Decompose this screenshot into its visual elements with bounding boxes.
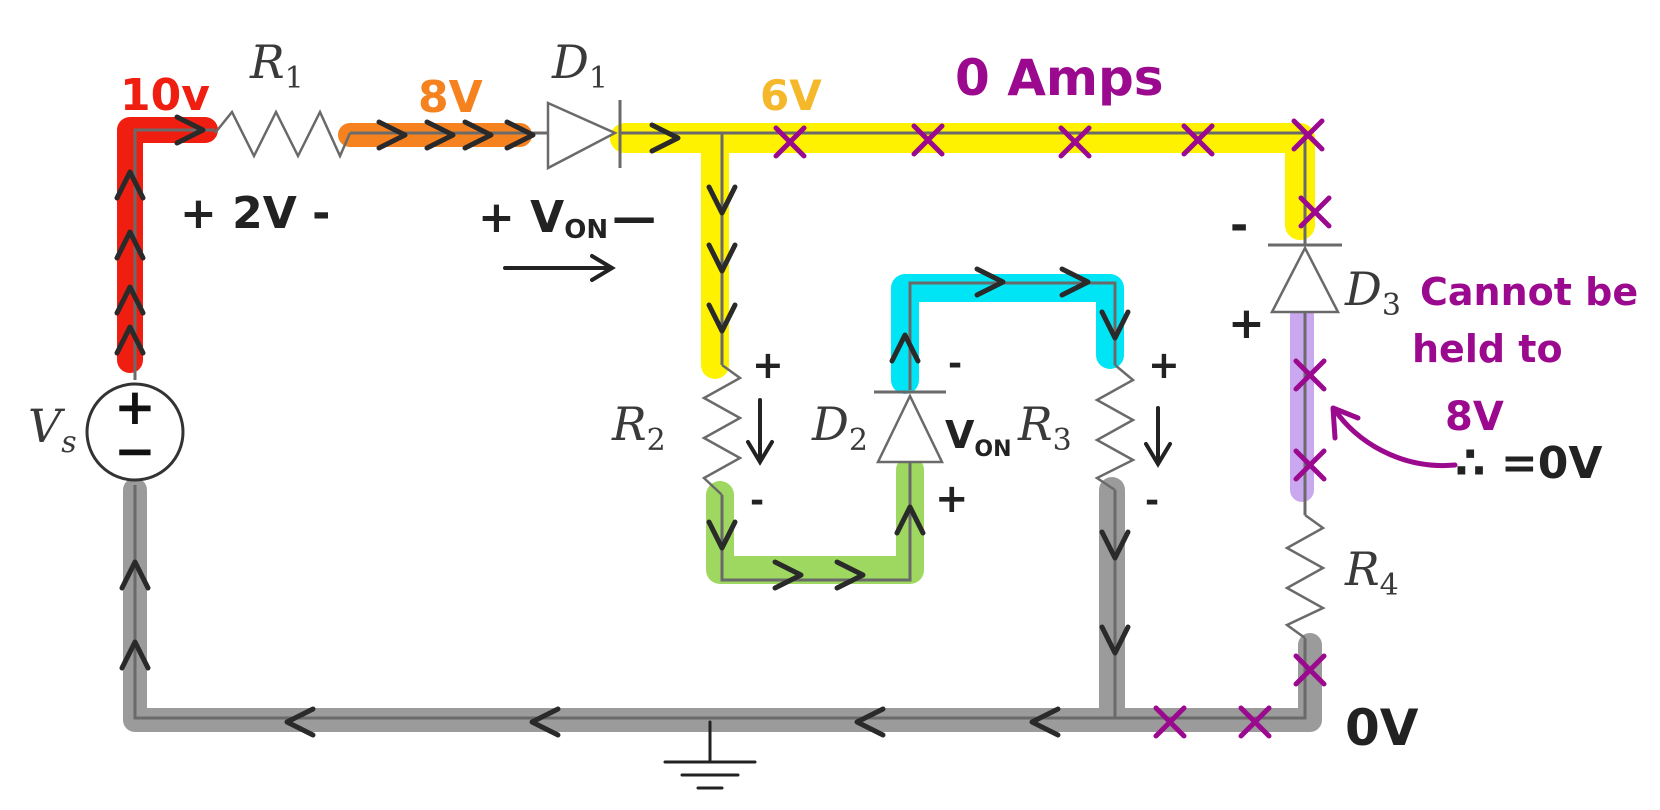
resistor-r3 (1094, 364, 1136, 492)
chevron-down (706, 242, 738, 274)
label-r4: R4 (1344, 542, 1399, 603)
chevron-down (706, 519, 738, 551)
zero-current-x (911, 123, 945, 157)
d1-drop-label: + VON— (478, 192, 656, 245)
resistor-r1 (214, 109, 352, 160)
current-arrows (503, 254, 1172, 468)
zero-current-x (1153, 705, 1187, 739)
zero-current-x (1181, 123, 1215, 157)
highlight-green (706, 456, 924, 584)
chevron-up (114, 229, 146, 261)
component-labels: R1 D1 R2 D2 R3 D3 R4 Vs (28, 35, 1401, 603)
d2-minus-sign: - (948, 344, 962, 384)
chevron-right (834, 559, 866, 591)
chevron-right (462, 119, 494, 151)
highlight-cyan (891, 274, 1124, 394)
zero-current-x (1293, 653, 1327, 687)
chevron-up (119, 559, 151, 591)
chevron-right (376, 119, 408, 151)
source-minus-sign: − (114, 422, 156, 480)
label-d1: D1 (551, 35, 608, 96)
label-r1: R1 (249, 35, 304, 96)
d2-plus-sign: + (935, 476, 969, 522)
label-r2: R2 (611, 397, 666, 458)
chevron-up (114, 284, 146, 316)
chevron-left (854, 706, 886, 738)
chevron-up (114, 324, 146, 356)
chevron-up (119, 639, 151, 671)
current-chevrons (114, 114, 1131, 738)
chevron-down (1099, 624, 1131, 656)
diode-d1 (546, 100, 622, 171)
chevron-right (424, 119, 456, 151)
d3-plus-sign: + (1228, 298, 1265, 349)
highlight-red (117, 117, 218, 373)
d3-minus-sign: - (1230, 200, 1248, 251)
chevron-left (284, 706, 316, 738)
wire-r2-d2-bottom (720, 462, 912, 582)
zero-current-x (1293, 358, 1327, 392)
zero-amps-label: 0 Amps (955, 49, 1164, 107)
source-plus-sign: + (114, 378, 156, 436)
resistor-r2 (701, 363, 743, 496)
chevron-right (649, 122, 681, 154)
node-voltage-10v: 10v (120, 70, 210, 121)
zero-current-x (1058, 125, 1092, 159)
label-vs: Vs (28, 399, 77, 460)
diode-d2 (874, 390, 946, 464)
annotations: 10v 8V 6V 0 Amps + 2V - + VON— VON 0V Ca… (120, 49, 1638, 757)
r2-minus-sign: - (750, 481, 764, 521)
wire-left (133, 128, 215, 380)
ground-symbol (663, 720, 757, 790)
node-voltage-8v: 8V (418, 72, 483, 123)
zero-current-x (1293, 448, 1327, 482)
label-d2: D2 (811, 397, 868, 458)
chevron-left (1029, 706, 1061, 738)
zero-current-x (773, 125, 807, 159)
chevron-down (706, 184, 738, 216)
chevron-down (1099, 309, 1131, 341)
chevron-up (894, 504, 926, 536)
label-r3: R3 (1017, 397, 1072, 458)
resistor-r4 (1284, 513, 1326, 640)
zero-current-marks (773, 118, 1332, 739)
zero-current-x (1291, 118, 1325, 152)
cannot-be-held-line3: 8V (1445, 394, 1504, 440)
wire-d2-r3-top (908, 281, 1117, 390)
zero-current-x (1298, 195, 1332, 229)
node-voltage-6v: 6V (760, 71, 822, 120)
chevron-right (772, 559, 804, 591)
r3-minus-sign: - (1145, 481, 1159, 521)
r3-plus-sign: + (1148, 343, 1180, 387)
zero-current-x (1238, 705, 1272, 739)
d1-current-arrow (503, 254, 616, 282)
diode-d3 (1268, 243, 1342, 314)
chevron-left (529, 706, 561, 738)
ground-0v-label: 0V (1345, 699, 1419, 757)
chevron-right (504, 119, 536, 151)
chevron-up (889, 332, 921, 364)
label-d3: D3 (1344, 262, 1401, 323)
chevron-up (114, 169, 146, 201)
chevron-right (174, 114, 206, 146)
d2-von-label: VON (945, 413, 1012, 462)
r2-plus-sign: + (752, 343, 784, 387)
cannot-be-held-arrow (1330, 405, 1458, 469)
chevron-down (706, 302, 738, 334)
chevron-down (1099, 529, 1131, 561)
therefore-0v-label: ∴ =0V (1455, 438, 1602, 489)
r1-drop-label: + 2V - (180, 188, 330, 239)
r2-current-arrow (746, 398, 774, 466)
cannot-be-held-line2: held to (1412, 327, 1563, 371)
r3-current-arrow (1144, 406, 1172, 468)
cannot-be-held-line1: Cannot be (1420, 270, 1638, 314)
chevron-right (974, 266, 1006, 298)
voltage-source: + − (85, 378, 185, 482)
chevron-right (1059, 266, 1091, 298)
